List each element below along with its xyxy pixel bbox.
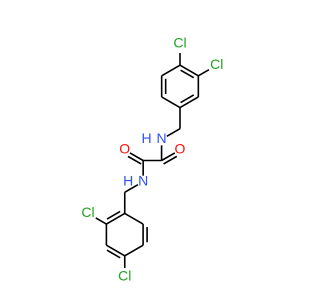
atom-label-n-top: N (157, 130, 167, 146)
bond-19 (127, 155, 142, 165)
atom-label-cl-left-bottom: Cl (81, 204, 94, 220)
bond-8 (180, 94, 195, 104)
atom-label-o-left: O (119, 141, 130, 157)
bond-layer (95, 53, 210, 268)
bond-6 (179, 64, 199, 77)
bond-18 (129, 152, 144, 162)
bond-11 (197, 68, 210, 77)
bond-28 (124, 212, 144, 225)
bond-1 (161, 64, 181, 77)
bond-30 (106, 249, 121, 259)
bond-21 (124, 183, 139, 193)
atom-label-o-right: O (175, 141, 186, 157)
bond-26 (124, 244, 144, 257)
bond-15 (161, 152, 176, 162)
bond-9 (180, 69, 195, 79)
bond-25 (105, 244, 126, 257)
atom-label-n-bottom: N (138, 172, 148, 188)
bond-23 (105, 212, 126, 225)
atom-label-cl-bottom: Cl (118, 268, 131, 284)
bond-29 (106, 210, 121, 220)
bond-16 (163, 155, 178, 165)
atom-label-h-bottom: H (123, 172, 133, 188)
atom-label-cl-right-top: Cl (210, 56, 223, 72)
bond-13 (166, 128, 181, 138)
atom-label-h-top: H (142, 130, 152, 146)
bond-3 (161, 96, 181, 109)
bond-32 (95, 217, 107, 225)
atom-label-cl-top: Cl (173, 35, 186, 51)
bond-4 (179, 96, 199, 109)
